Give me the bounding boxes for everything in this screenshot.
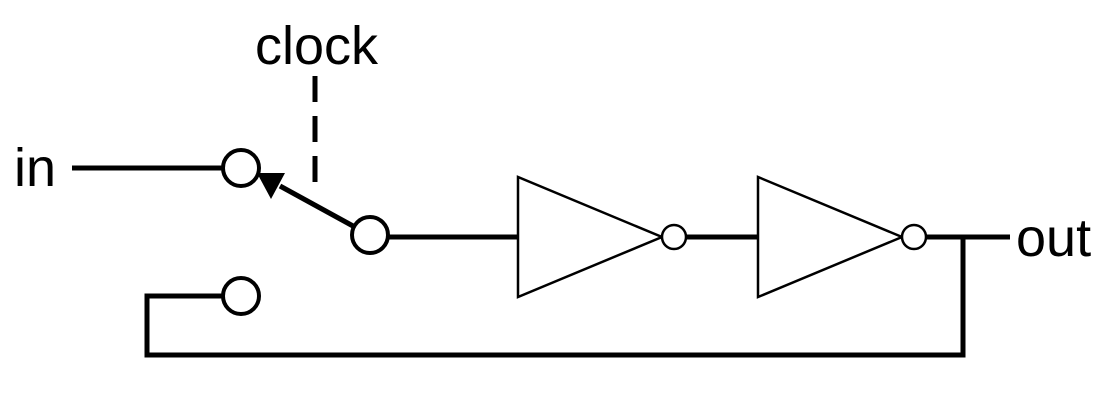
inverter-2-triangle [756,175,906,299]
switch-terminal-common [350,215,390,255]
clock-label: clock [255,16,379,76]
feedback-loop-wire [144,237,966,358]
switch-terminal-feedback [221,276,261,316]
inverter-1-triangle [516,175,666,299]
switch-lever [278,183,355,229]
input-label: in [14,138,56,198]
output-label: out [1016,208,1091,268]
switch-arrow-head [257,173,285,199]
inverter-2-bubble [900,223,928,251]
switch-terminal-input [221,148,261,188]
inverter-1-bubble [660,223,688,251]
